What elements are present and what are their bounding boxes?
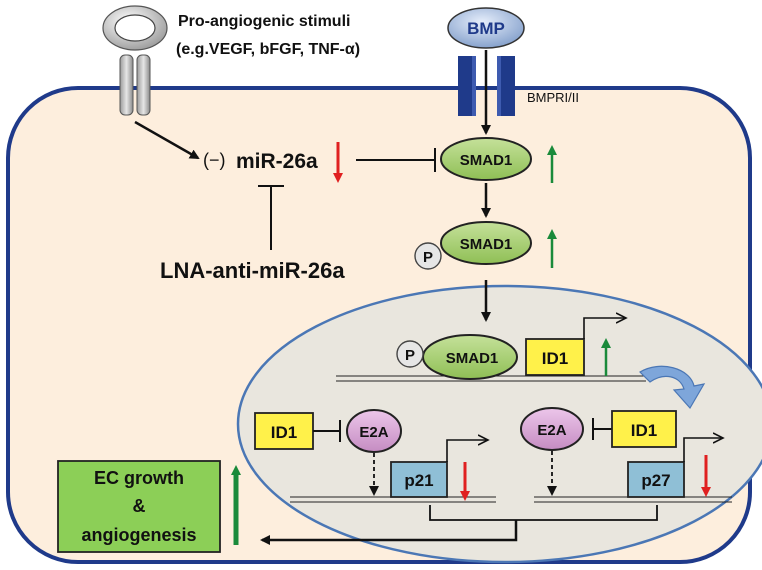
id1-protein-left — [254, 412, 314, 450]
mirna-minus-sign: (−) — [203, 150, 226, 170]
smad1-node — [440, 137, 532, 181]
stimuli-examples: (e.g.VEGF, bFGF, TNF-α) — [176, 41, 360, 58]
id1-gene-label: ID1 — [542, 349, 568, 368]
bmp-ligand — [447, 7, 525, 49]
p21-transcription-arrow — [446, 440, 488, 462]
outcome-line-2: & — [133, 496, 146, 516]
smad1-label: SMAD1 — [460, 152, 513, 169]
psmad1-node — [440, 221, 532, 265]
id1-protein-left-label: ID1 — [271, 423, 297, 442]
phospho-label-2: P — [405, 347, 415, 364]
id1-protein-right — [611, 410, 677, 448]
p27-gene-label: p27 — [641, 471, 670, 490]
e2a-right-label: E2A — [537, 422, 566, 439]
merge-to-outcome-arrow — [260, 520, 518, 545]
nuclear-psmad1-label: SMAD1 — [446, 350, 499, 367]
outcome-line-1: EC growth — [94, 468, 184, 488]
id1-transcription-arrow — [583, 318, 626, 339]
bmp-receptor-label: BMPRI/II — [527, 90, 579, 105]
phospho-label-1: P — [423, 249, 433, 266]
stimuli-to-mirna-arrow — [134, 120, 200, 160]
id1-protein-right-label: ID1 — [631, 421, 657, 440]
stimuli-title: Pro-angiogenic stimuli — [178, 13, 350, 30]
bmp-receptor — [458, 56, 515, 116]
phospho-badge-2 — [396, 340, 424, 368]
e2a-left-node — [346, 409, 402, 453]
e2a-left-label: E2A — [359, 424, 388, 441]
id1-gene-box — [525, 338, 585, 376]
p27-transcription-arrow — [683, 438, 723, 462]
mirna-label: miR-26a — [236, 150, 318, 173]
p21-gene-label: p21 — [404, 471, 433, 490]
stimuli-receptor — [102, 5, 168, 116]
phospho-badge-1 — [414, 242, 442, 270]
outcome-box — [57, 460, 221, 553]
p21-gene-box — [390, 461, 448, 498]
bmp-label: BMP — [467, 19, 505, 38]
lna-label: LNA-anti-miR-26a — [160, 258, 345, 283]
curved-translation-arrow — [639, 365, 706, 410]
e2a-right-node — [520, 407, 584, 451]
p27-gene-box — [627, 461, 685, 498]
psmad1-label: SMAD1 — [460, 236, 513, 253]
merge-bracket — [429, 505, 658, 521]
outcome-line-3: angiogenesis — [81, 525, 196, 545]
